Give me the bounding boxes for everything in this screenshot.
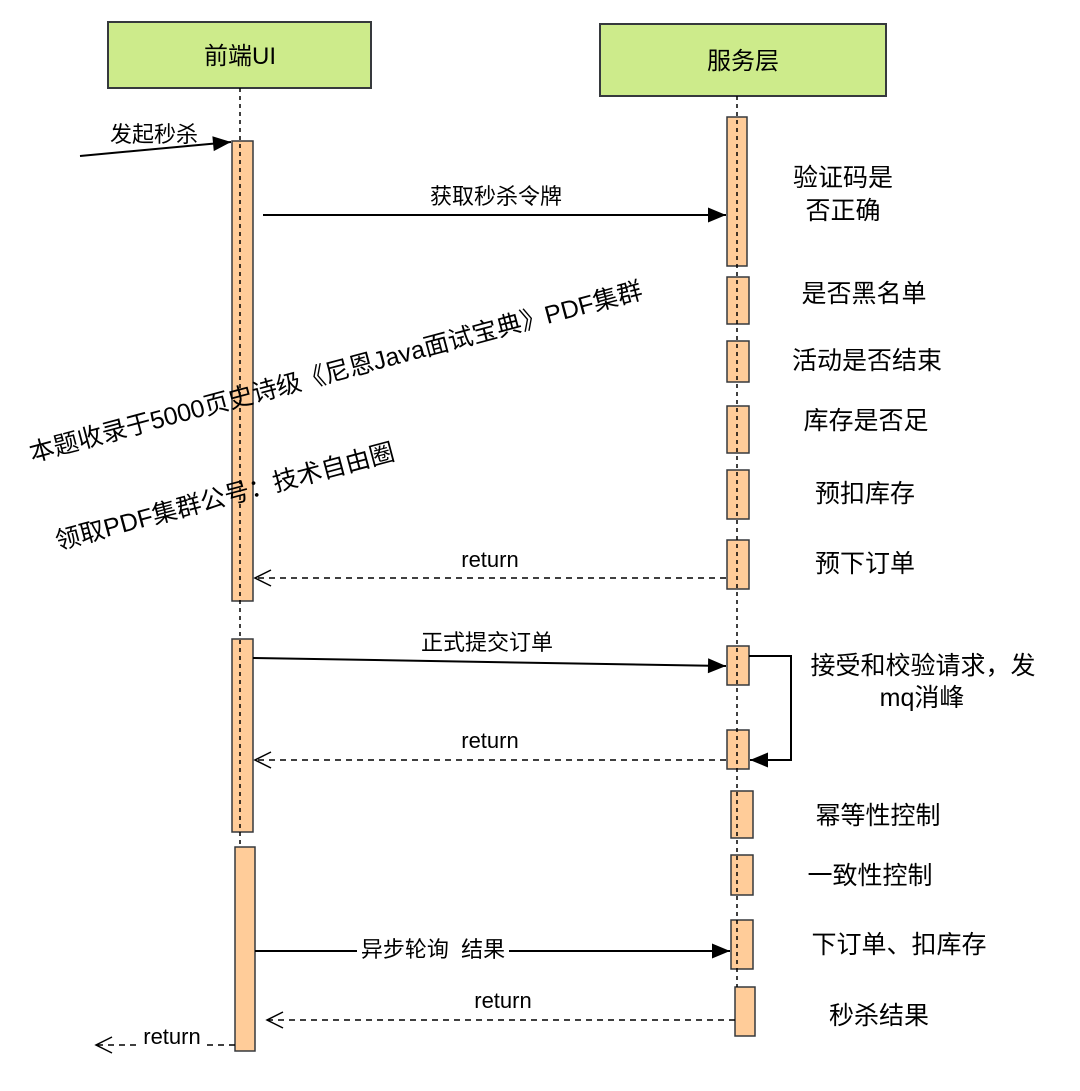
message-return-4: return xyxy=(94,1024,235,1054)
return-label: return xyxy=(461,728,518,753)
participant-service-layer: 服务层 xyxy=(599,23,887,97)
note-line: 验证码是 xyxy=(793,164,893,192)
note-seckill-result: 秒杀结果 xyxy=(829,1002,929,1030)
note-pre-deduct-stock: 预扣库存 xyxy=(815,480,915,508)
submit-order-label: 正式提交订单 xyxy=(421,630,553,655)
activation-bar xyxy=(726,729,750,770)
participant-box xyxy=(107,21,372,89)
start-seckill-arrow xyxy=(79,136,232,157)
get-token-label: 获取秒杀令牌 xyxy=(430,184,562,209)
activation-bar xyxy=(734,986,756,1037)
message-return-3: return xyxy=(265,988,735,1029)
activation-bar xyxy=(726,645,750,686)
note-captcha-check: 验证码是 否正确 xyxy=(793,164,893,225)
return-label: return xyxy=(461,547,518,572)
participant-frontend-ui: 前端UI xyxy=(107,21,372,89)
self-call-arrow xyxy=(749,655,792,768)
activation-bar xyxy=(231,638,254,833)
participant-label: 服务层 xyxy=(707,48,779,75)
activation-bar xyxy=(231,140,254,602)
note-line: 否正确 xyxy=(805,197,880,225)
activation-bar xyxy=(726,469,750,520)
note-blacklist-check: 是否黑名单 xyxy=(801,280,926,308)
participant-label: 前端UI xyxy=(204,43,276,70)
label-background xyxy=(139,1027,205,1051)
activation-bar xyxy=(726,276,750,325)
note-line: mq消峰 xyxy=(880,684,965,712)
activation-bar xyxy=(234,846,256,1052)
message-submit-order: 正式提交订单 xyxy=(252,630,727,674)
label-background xyxy=(357,937,509,964)
message-return-2: return xyxy=(253,728,726,769)
activation-bar xyxy=(726,340,750,383)
note-accept-validate: 接受和校验请求，发 mq消峰 xyxy=(810,652,1035,712)
service-activation-bars xyxy=(726,116,756,1037)
activation-bar xyxy=(726,405,750,454)
note-activity-ended: 活动是否结束 xyxy=(792,347,942,375)
message-poll-result: 异步轮询 结果 xyxy=(255,937,730,964)
note-consistency: 一致性控制 xyxy=(807,862,932,890)
activation-bar xyxy=(730,854,754,896)
message-start-seckill: 发起秒杀 xyxy=(79,122,232,157)
activation-bar xyxy=(730,919,754,970)
message-get-token: 获取秒杀令牌 xyxy=(263,184,726,223)
note-idempotency: 幂等性控制 xyxy=(815,802,940,830)
poll-result-label: 异步轮询 结果 xyxy=(361,937,505,962)
message-return-1: return xyxy=(253,547,726,587)
return-label: return xyxy=(474,988,531,1013)
participant-box xyxy=(599,23,887,97)
note-place-order: 下订单、扣库存 xyxy=(811,931,986,959)
watermark: 本题收录于5000页史诗级《尼恩Java面试宝典》PDF集群 领取PDF集群公号… xyxy=(26,277,645,556)
watermark-text: 本题收录于5000页史诗级《尼恩Java面试宝典》PDF集群 xyxy=(26,277,645,468)
start-seckill-label: 发起秒杀 xyxy=(110,122,198,147)
return-label: return xyxy=(143,1024,200,1049)
submit-order-arrow xyxy=(252,657,727,674)
activation-bar xyxy=(726,539,750,590)
watermark-text: 领取PDF集群公号：技术自由圈 xyxy=(52,438,397,556)
note-pre-order: 预下订单 xyxy=(815,550,915,578)
frontend-activation-bars xyxy=(231,140,256,1052)
activation-bar xyxy=(730,790,754,839)
note-line: 接受和校验请求，发 xyxy=(810,652,1035,680)
note-stock-check: 库存是否足 xyxy=(803,407,928,435)
